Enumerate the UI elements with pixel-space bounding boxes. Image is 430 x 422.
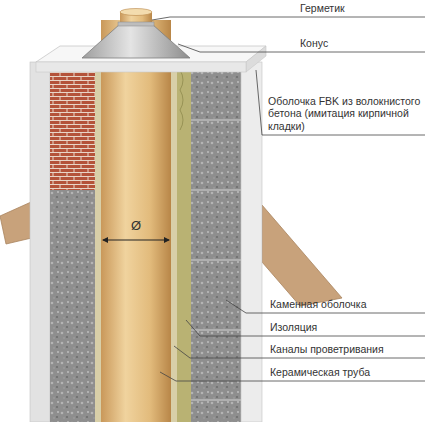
dimension-label: Ø — [131, 219, 141, 233]
part-label: Герметик — [300, 2, 345, 15]
part-label: Керамическая труба — [270, 366, 370, 379]
part-label: Каналы проветривания — [270, 343, 384, 356]
part-label: Конус — [300, 37, 328, 50]
part-label: Оболочка FBK из волокнистого бетона (ими… — [268, 95, 426, 133]
part-label: Каменная оболочка — [270, 298, 367, 311]
part-label: Изоляция — [270, 321, 317, 334]
